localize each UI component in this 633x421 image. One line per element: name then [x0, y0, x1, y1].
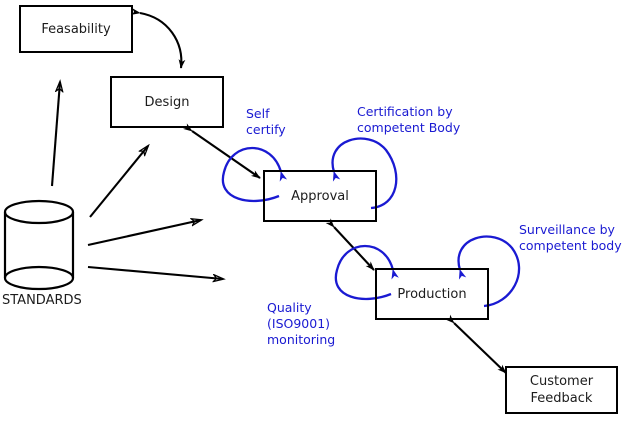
- annotation-surveillance-by-competent-body: Surveillance by competent body: [519, 222, 622, 253]
- node-approval[interactable]: Approval: [263, 170, 377, 222]
- connector-design-to-approval: [182, 123, 261, 179]
- node-feasability[interactable]: Feasability: [19, 5, 133, 53]
- node-customer-feedback[interactable]: Customer Feedback: [505, 366, 618, 414]
- node-production[interactable]: Production: [375, 268, 489, 320]
- connector-standards-to-approval: [87, 220, 201, 247]
- annotation-self-certify: Self certify: [246, 106, 286, 137]
- connector-approval-self-certify-loop: [221, 147, 288, 203]
- connector-production-surveillance-loop: [457, 235, 521, 308]
- connector-approval-certification-loop: [331, 137, 398, 210]
- node-design-label: Design: [144, 94, 190, 110]
- standards-datastore-shape: [3, 199, 75, 291]
- annotation-quality-iso9001-monitoring: Quality (ISO9001) monitoring: [267, 300, 336, 347]
- standards-datastore-label: STANDARDS: [2, 293, 82, 308]
- connector-standards-to-feasability: [50, 82, 60, 187]
- connector-standards-to-production: [87, 265, 223, 279]
- node-feasability-label: Feasability: [41, 21, 111, 37]
- connector-production-to-customer-feedback: [445, 314, 507, 374]
- connector-production-quality-loop: [334, 245, 399, 301]
- node-design[interactable]: Design: [110, 76, 224, 128]
- annotation-certification-by-competent-body: Certification by competent Body: [357, 104, 461, 135]
- node-approval-label: Approval: [291, 188, 349, 204]
- connector-standards-to-design: [89, 146, 148, 218]
- node-production-label: Production: [397, 286, 467, 302]
- connector-design-to-feasability: [130, 8, 186, 69]
- node-customer-feedback-label: Customer Feedback: [529, 374, 594, 406]
